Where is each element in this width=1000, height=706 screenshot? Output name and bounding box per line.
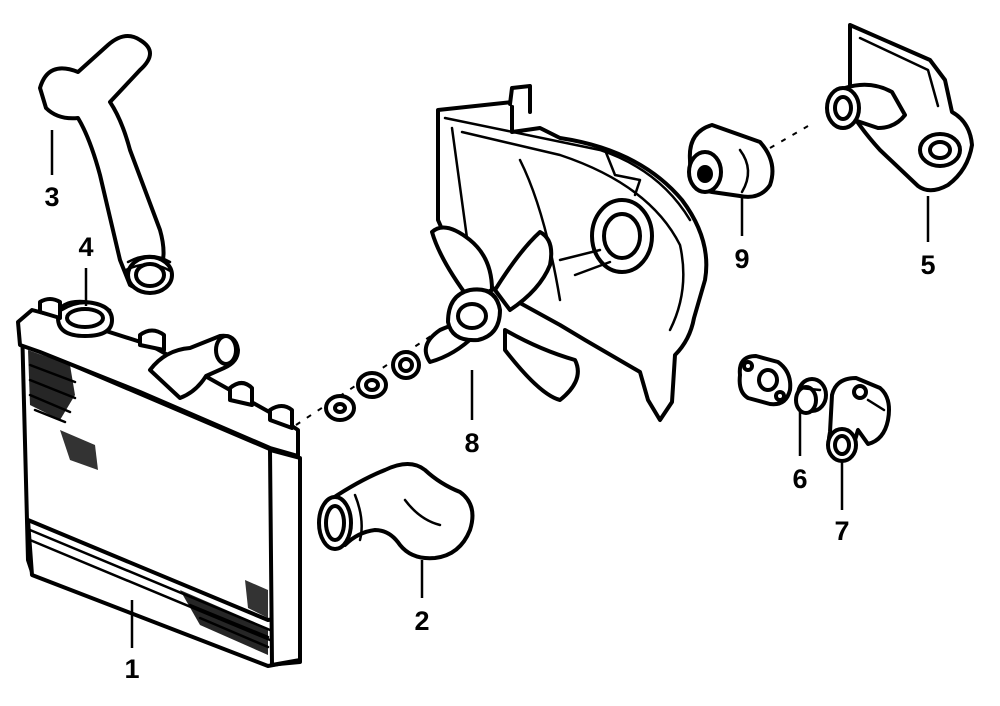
water-outlet xyxy=(825,23,974,193)
callout-8: 8 xyxy=(464,428,479,458)
fan xyxy=(423,225,580,402)
thermostat xyxy=(794,377,828,415)
radiator xyxy=(16,297,302,668)
callout-3: 3 xyxy=(44,182,59,212)
upper-hose xyxy=(38,34,174,295)
callout-4: 4 xyxy=(78,232,93,262)
thermostat-gasket xyxy=(737,354,793,407)
thermostat-housing xyxy=(826,376,891,463)
callout-1: 1 xyxy=(124,654,139,684)
fan-motor xyxy=(687,123,809,199)
callout-2: 2 xyxy=(414,606,429,636)
fan-washers xyxy=(295,329,441,426)
lower-hose xyxy=(317,462,475,561)
callout-leaders xyxy=(50,130,930,648)
callout-5: 5 xyxy=(920,250,935,280)
callout-labels: 1 2 3 4 5 6 7 8 9 xyxy=(44,182,935,684)
callout-9: 9 xyxy=(734,244,749,274)
callout-6: 6 xyxy=(792,464,807,494)
fan-shroud xyxy=(436,84,709,422)
callout-7: 7 xyxy=(834,516,849,546)
